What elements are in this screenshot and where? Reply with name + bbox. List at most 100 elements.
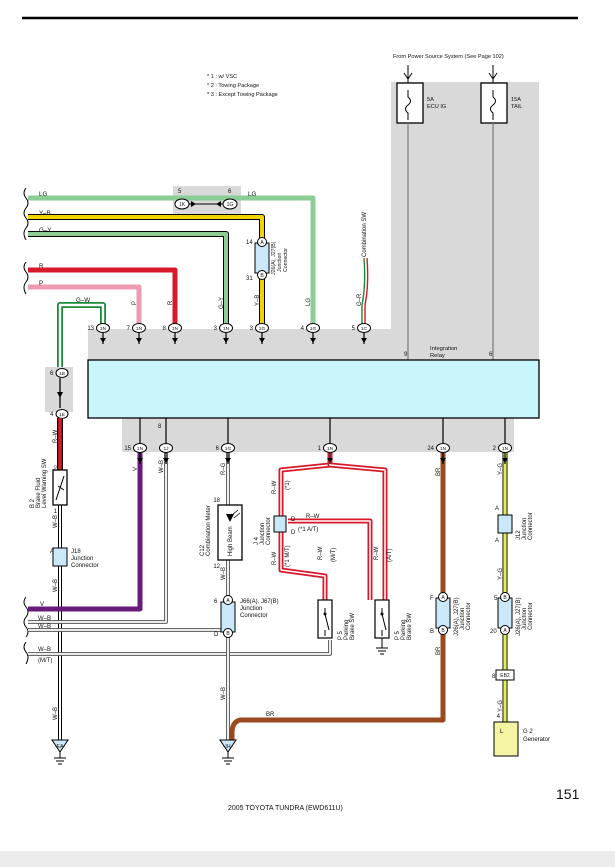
pin-number: 6 (50, 371, 54, 377)
pin-number: 24 (427, 446, 434, 452)
p5-parking-brake-mt: 1 P 5 Parking Brake SW (317, 599, 356, 640)
component-id: J26(A), J27(B) (454, 597, 460, 636)
top-pin-2: 8 1N (163, 323, 182, 344)
label-gy-v: G–Y (219, 297, 225, 309)
component-id: P 5 (395, 630, 401, 640)
j66-junction-connector: A B 6 D J66(A), J67(B) Junction Connecto… (214, 595, 279, 638)
component-id: J12 (516, 530, 522, 540)
ground-label: IH (225, 744, 230, 750)
fuse-ecu-ig: 5A ECU IG (396, 82, 446, 124)
note-1: * 1 : w/ VSC (207, 74, 237, 80)
component-line2: Connector (240, 613, 268, 619)
j4-junction-connector: D D J 4 Junction Connector (254, 515, 296, 545)
connector-name: Connector (283, 248, 289, 272)
wire-lg (28, 195, 316, 325)
component-id: J18 (71, 549, 81, 555)
vertical-labels: P R G–Y Y–B LG G–R Combination SW (132, 212, 368, 309)
connector-tag: 1N (172, 326, 179, 332)
label-yg3: Y–G (498, 700, 504, 712)
bottom-pin-1: 1J (159, 443, 173, 464)
fuse-tail: 15A TAIL (480, 82, 522, 124)
label-gy: G–Y (39, 227, 51, 234)
wire-gy-inner (28, 232, 228, 325)
connector-tag: B (226, 631, 230, 637)
connector-tag: B (441, 628, 445, 634)
component-line1: Junction (240, 606, 262, 612)
connector-tag: A (441, 595, 445, 601)
pin-number: B (430, 629, 434, 635)
label-p-v: P (132, 301, 138, 305)
component-line2: Connector (528, 512, 534, 540)
label-rw-1-note: (*1) (285, 480, 291, 490)
pin-number: 31 (246, 276, 253, 282)
label-br: BR (436, 467, 442, 476)
pin-number: 1 (318, 446, 322, 452)
label-wb: W–B (159, 460, 165, 473)
pin-number: 3 (214, 326, 218, 332)
pin-number: 2 (493, 446, 497, 452)
connector-tag: 1N (100, 326, 107, 332)
component-line2: Connector (466, 602, 472, 630)
component-id: P 5 (338, 630, 344, 640)
relay-label-2: Relay (430, 353, 445, 359)
label-wb-ih: W–B (221, 687, 227, 700)
label-wb-ea: W–B (53, 707, 59, 720)
relay-left-pins: 6 1B 4 1E (50, 368, 69, 419)
connector-tag: 1G (225, 446, 232, 452)
bottom-band (0, 851, 615, 867)
pin-number: 6 (216, 446, 220, 452)
label-yb-v: Y–B (255, 295, 261, 306)
label-bus-mt: (M/T) (38, 658, 52, 664)
label-lg-top: LG (248, 191, 256, 198)
connector-tag: 1B (59, 371, 65, 377)
j12-junction-connector: A A J12 Junction Connector (495, 506, 534, 544)
connector-tag: B (260, 273, 264, 279)
connector-tag: 1N (137, 446, 144, 452)
pin-number: 4 (301, 326, 305, 332)
left-wire-labels: LG Y–B G–Y R P G–W LG (39, 191, 256, 304)
pin-number: 6 (214, 599, 218, 605)
bus-labels: V W–B W–B W–B (M/T) (38, 602, 52, 664)
connector-tag: A (503, 628, 507, 634)
notes: * 1 : w/ VSC * 2 : Towing Package * 3 : … (207, 74, 278, 98)
page-number: 151 (556, 786, 580, 802)
pin-number: A (495, 538, 499, 544)
pin-number: 2 (54, 466, 58, 472)
integration-relay (87, 359, 540, 419)
label-bus-wb3: W–B (38, 647, 51, 653)
component-line2: Connector (266, 517, 272, 545)
label-rg: R–G (221, 462, 227, 475)
high-beam-label: High Beam (228, 526, 234, 556)
connector-tag: B (503, 595, 507, 601)
label-rw-5: R–W (374, 546, 380, 560)
pin-number: 12 (213, 564, 220, 570)
note-3: * 3 : Except Towing Package (207, 92, 278, 98)
label-gr-v: G–R (357, 293, 363, 306)
connector-tag: 1N (440, 446, 447, 452)
label-wb-j18: W–B (53, 515, 59, 528)
pin-label: L (500, 729, 504, 735)
pin-number: 8 (163, 326, 167, 332)
component-line1: Junction (460, 608, 466, 630)
pin-number: D (291, 517, 296, 523)
wire-yb-inner (28, 215, 264, 325)
connector-tag: A (260, 240, 264, 246)
connector-tag: 1N (136, 326, 143, 332)
top-connector: 5 6 1K 1G (174, 189, 238, 210)
connector-tag: 1E (59, 412, 65, 418)
component-line1: Parking (401, 620, 407, 640)
pin-number: 15 (124, 446, 131, 452)
connector-tag: 1N (327, 446, 334, 452)
component-id: G 2 (523, 729, 533, 735)
fuse-rating: 15A (511, 97, 521, 103)
component-line1: Junction (260, 523, 266, 545)
label-rw-2-note: (*1 A/T) (298, 527, 318, 533)
connector-tag: 1C (361, 326, 368, 332)
